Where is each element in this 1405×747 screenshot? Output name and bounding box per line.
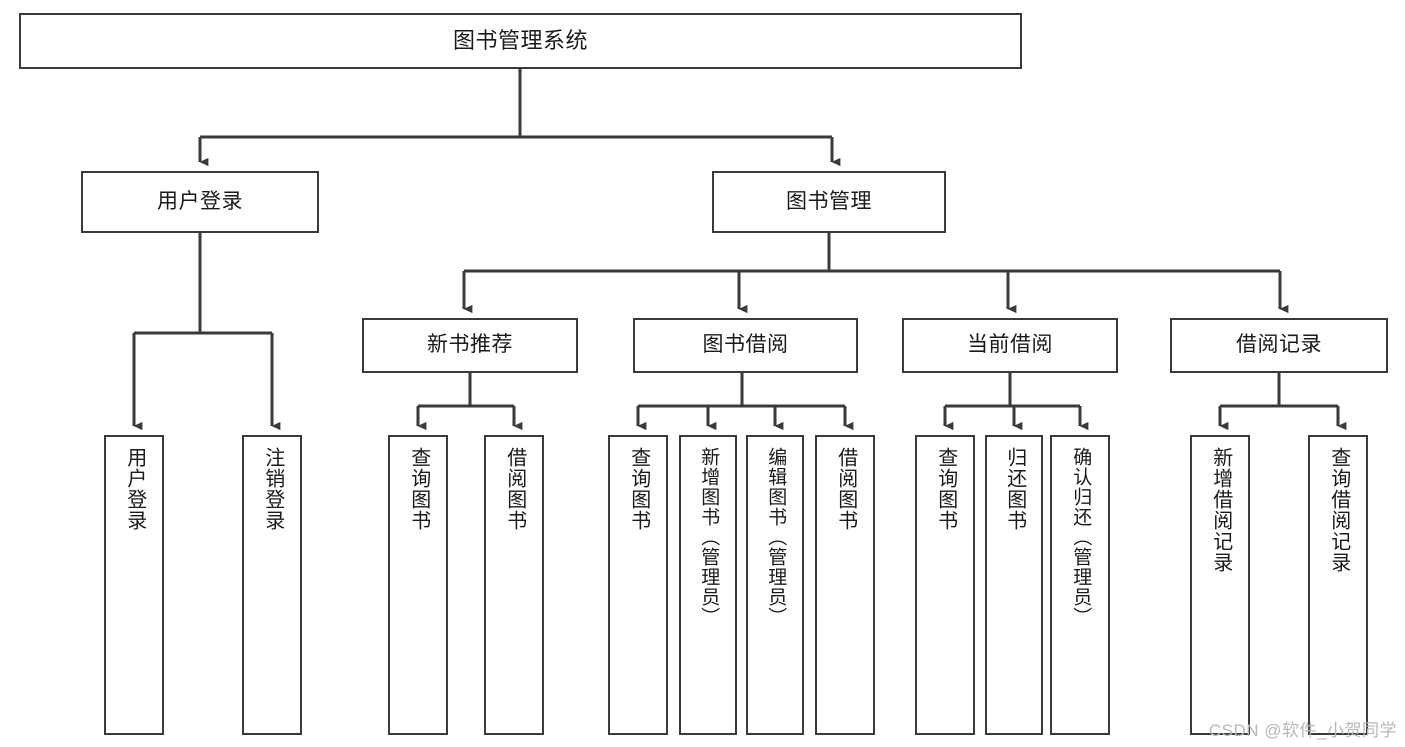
node-label: 确认归还（管理员） xyxy=(1070,447,1092,627)
node-label: 查询图书 xyxy=(627,447,650,531)
node-label: 查询图书 xyxy=(407,447,430,531)
node-leaf-confirm-return-admin[interactable]: 确认归还（管理员） xyxy=(1050,435,1110,735)
node-book-borrow[interactable]: 图书借阅 xyxy=(633,318,858,373)
node-label: 查询借阅记录 xyxy=(1327,447,1350,573)
node-label: 新增图书（管理员） xyxy=(698,447,720,627)
node-leaf-borrow-book[interactable]: 借阅图书 xyxy=(815,435,875,735)
node-label: 编辑图书（管理员） xyxy=(765,447,787,627)
node-leaf-logout-login[interactable]: 注销登录 xyxy=(242,435,302,735)
node-leaf-query-book-current[interactable]: 查询图书 xyxy=(915,435,975,735)
node-leaf-edit-book-admin[interactable]: 编辑图书（管理员） xyxy=(746,435,804,735)
node-label: 借阅图书 xyxy=(834,447,857,531)
node-leaf-query-book-borrow[interactable]: 查询图书 xyxy=(608,435,668,735)
node-label: 用户登录 xyxy=(123,447,146,531)
node-book-manage[interactable]: 图书管理 xyxy=(712,171,946,233)
watermark-text: CSDN @软件_小贺同学 xyxy=(1208,721,1397,740)
node-label: 借阅记录 xyxy=(1236,333,1322,357)
node-new-book-recommend[interactable]: 新书推荐 xyxy=(362,318,578,373)
node-label: 新书推荐 xyxy=(427,333,513,357)
node-root-system[interactable]: 图书管理系统 xyxy=(19,13,1022,69)
node-label: 注销登录 xyxy=(261,447,284,531)
node-label: 归还图书 xyxy=(1003,447,1026,531)
node-label: 图书管理系统 xyxy=(452,28,588,54)
node-leaf-user-login[interactable]: 用户登录 xyxy=(104,435,164,735)
node-label: 查询图书 xyxy=(934,447,957,531)
node-leaf-query-book-recommend[interactable]: 查询图书 xyxy=(388,435,448,735)
node-leaf-add-book-admin[interactable]: 新增图书（管理员） xyxy=(679,435,737,735)
node-borrow-record[interactable]: 借阅记录 xyxy=(1170,318,1388,373)
node-user-login[interactable]: 用户登录 xyxy=(81,171,319,233)
node-leaf-borrow-book-recommend[interactable]: 借阅图书 xyxy=(484,435,544,735)
node-label: 图书管理 xyxy=(786,189,872,213)
node-label: 当前借阅 xyxy=(967,333,1053,357)
node-label: 图书借阅 xyxy=(702,333,789,357)
node-leaf-add-borrow-record[interactable]: 新增借阅记录 xyxy=(1190,435,1250,735)
node-leaf-query-borrow-record[interactable]: 查询借阅记录 xyxy=(1308,435,1368,735)
node-leaf-return-book[interactable]: 归还图书 xyxy=(985,435,1043,735)
node-label: 新增借阅记录 xyxy=(1209,447,1232,573)
node-label: 借阅图书 xyxy=(503,447,526,531)
node-current-borrow[interactable]: 当前借阅 xyxy=(902,318,1118,373)
node-label: 用户登录 xyxy=(157,189,243,213)
